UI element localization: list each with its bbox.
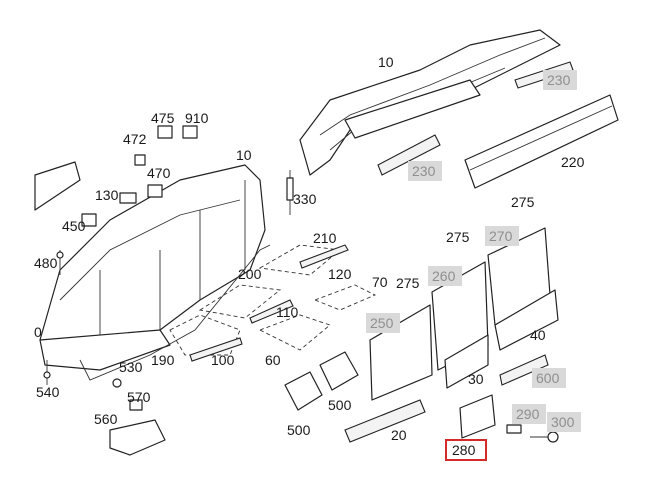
callout-275-b: 275 [446, 229, 470, 245]
callout-472: 472 [123, 131, 147, 147]
callout-10-left: 10 [236, 147, 252, 163]
callout-60: 60 [265, 352, 281, 368]
grey-badge-bg [512, 404, 546, 424]
emblem-badge [499, 354, 549, 386]
grey-badge-bg [547, 412, 581, 432]
callout-290: 290 [516, 406, 540, 422]
callout-110: 110 [276, 304, 299, 320]
grey-badge-bg [428, 266, 462, 286]
trim-strip-middle [377, 134, 441, 176]
speaker-units [284, 351, 359, 411]
highlight-box-280 [445, 439, 487, 461]
callout-190: 190 [151, 352, 175, 368]
callout-475-top: 475 [151, 110, 175, 126]
callout-10-top: 10 [378, 54, 394, 70]
callout-470: 470 [147, 165, 171, 181]
callout-100: 100 [211, 352, 235, 368]
callout-210: 210 [313, 230, 337, 246]
floor-strips [189, 244, 349, 362]
handle-560 [109, 419, 166, 456]
callout-275-c: 275 [396, 275, 420, 291]
callout-910: 910 [185, 110, 209, 126]
callout-230-top: 230 [547, 72, 571, 88]
callout-70: 70 [372, 274, 388, 290]
callout-230-mid: 230 [412, 163, 436, 179]
lock-assembly [459, 394, 559, 443]
callout-220: 220 [561, 154, 585, 170]
grey-badge-bg [408, 161, 442, 181]
lower-frames [444, 289, 559, 389]
console-frame [79, 244, 271, 381]
bottom-trim-bar [344, 399, 426, 443]
long-trim-panel [464, 94, 619, 189]
clip-parts-top [81, 125, 198, 227]
callout-330: 330 [293, 191, 317, 207]
callout-450: 450 [62, 218, 86, 234]
callout-280-highlighted: 280 [452, 442, 476, 458]
callout-300: 300 [551, 414, 575, 430]
callout-500-left: 500 [287, 422, 311, 438]
callout-labels: 10 230 220 230 475 910 472 10 470 130 33… [34, 54, 585, 461]
grey-badge-bg [543, 70, 577, 90]
grey-badge-bg [532, 368, 566, 388]
callout-540: 540 [36, 384, 60, 400]
callout-560: 560 [94, 411, 118, 427]
grey-badge-bg [485, 226, 519, 246]
callout-30: 30 [468, 371, 484, 387]
callout-130: 130 [95, 187, 119, 203]
callout-275-a: 275 [511, 194, 535, 210]
dashboard-main-body [39, 164, 266, 371]
callout-570: 570 [127, 389, 151, 405]
callout-480: 480 [34, 255, 58, 271]
callout-530: 530 [119, 359, 143, 375]
callout-20: 20 [391, 427, 407, 443]
side-door-panels [369, 227, 551, 401]
small-fasteners [43, 360, 143, 411]
grey-badge-bg [366, 313, 400, 333]
gas-strut [286, 170, 294, 215]
callout-600: 600 [536, 370, 560, 386]
callout-250: 250 [370, 315, 394, 331]
callout-120: 120 [328, 266, 352, 282]
callout-500-right: 500 [328, 397, 352, 413]
screw-480 [56, 250, 64, 275]
dashboard-upper-panel [299, 29, 561, 176]
callout-40: 40 [530, 327, 546, 343]
callout-0: 0 [34, 324, 42, 340]
top-left-sheet [34, 161, 81, 211]
callout-260: 260 [432, 268, 456, 284]
callout-200: 200 [238, 266, 262, 282]
callout-270: 270 [489, 228, 513, 244]
